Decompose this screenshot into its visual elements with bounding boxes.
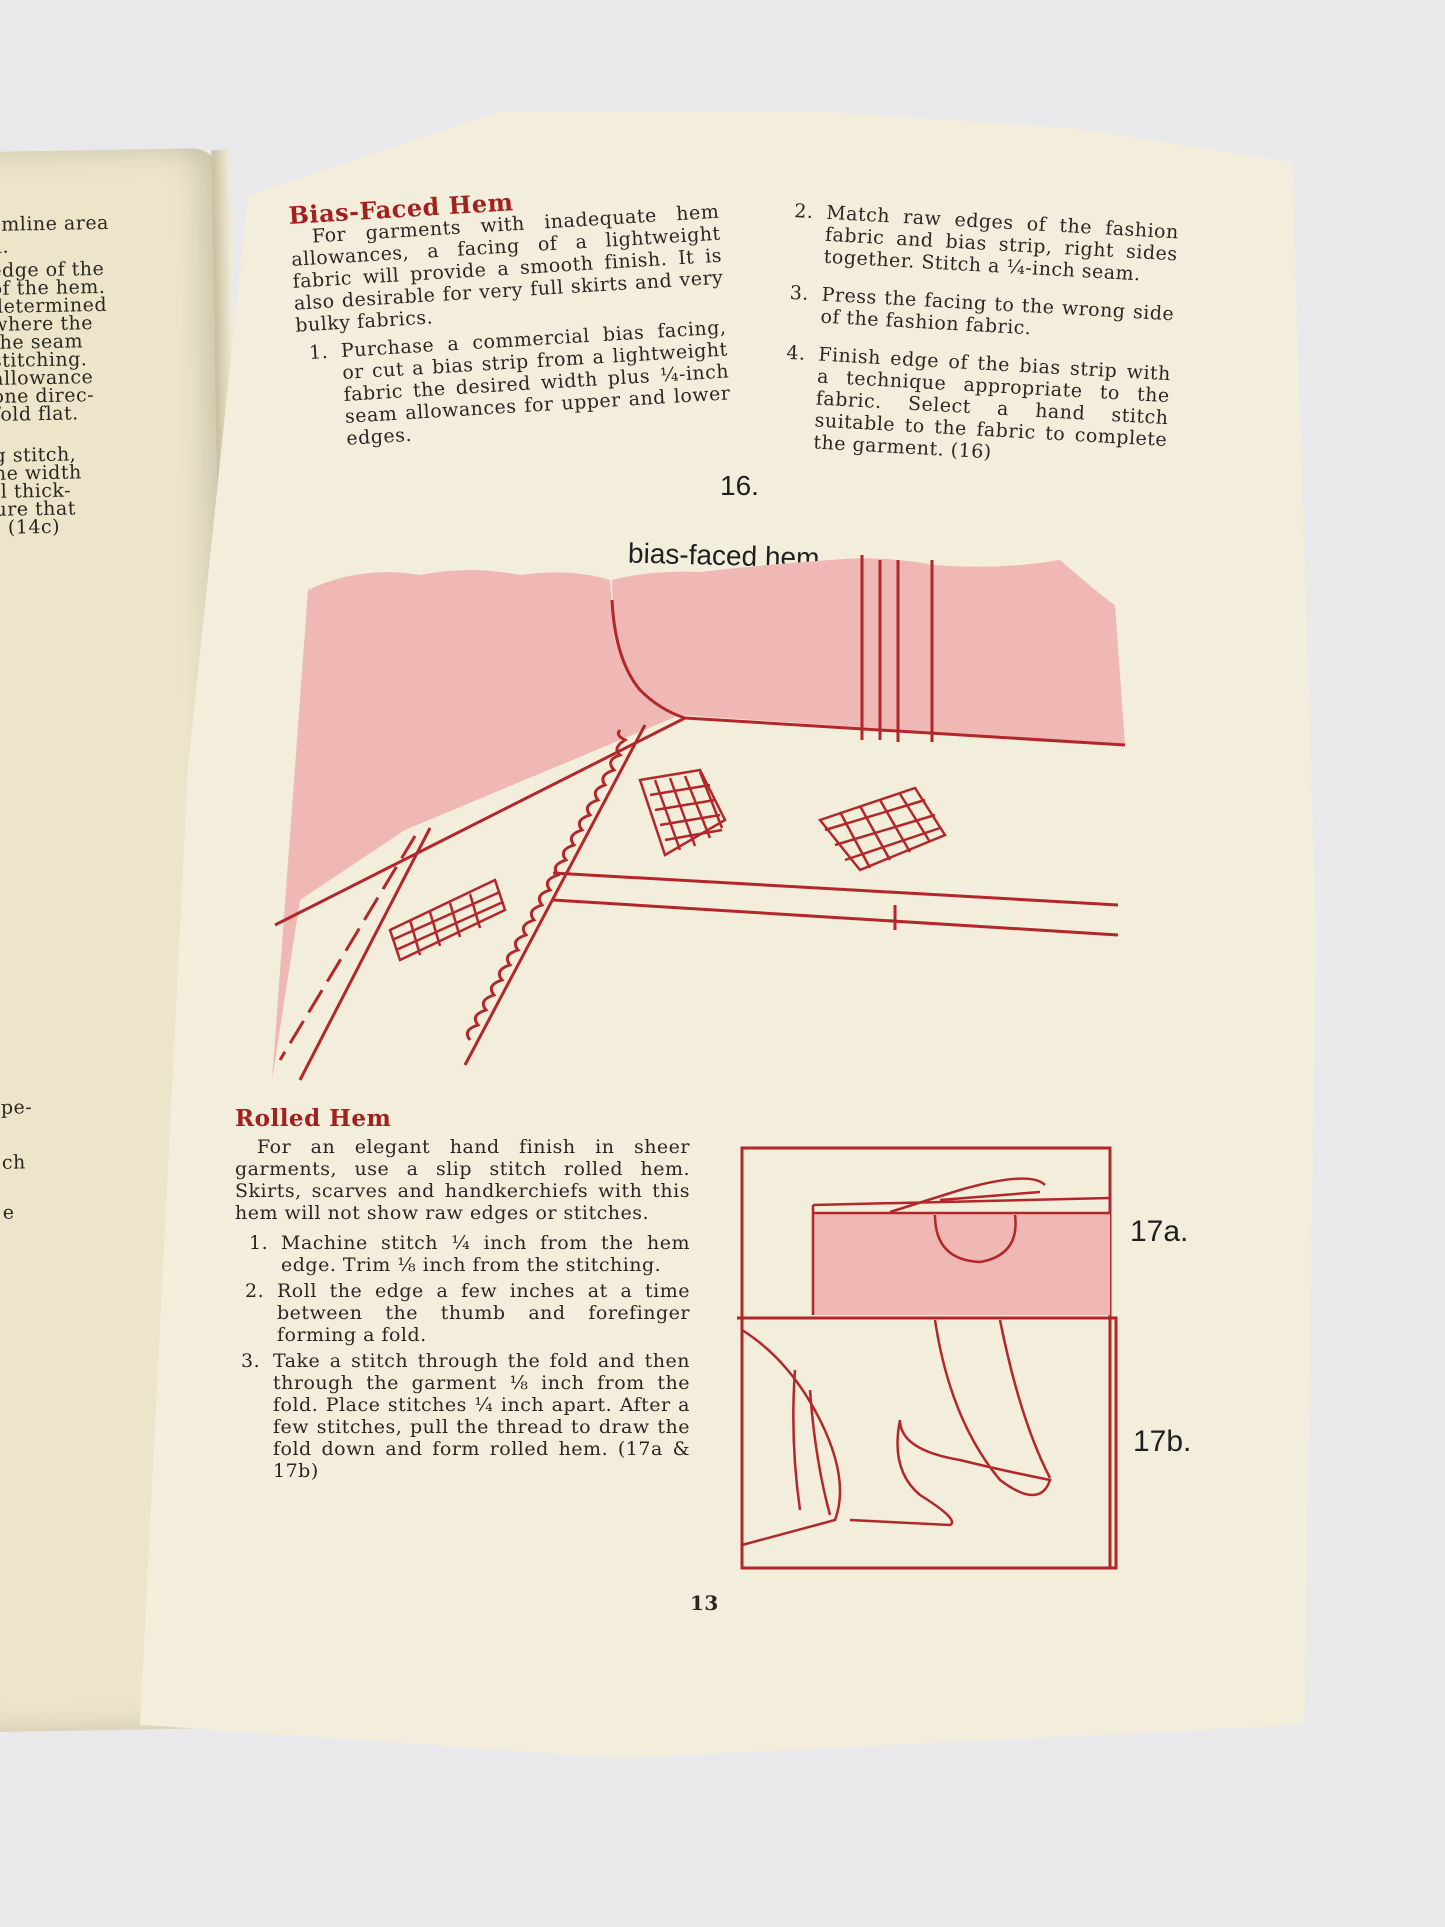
fabric-weave-patches — [388, 768, 947, 962]
step-item: 1. Machine stitch ¼ inch from the hem ed… — [235, 1232, 690, 1276]
figure-17b-frame — [740, 1316, 1118, 1570]
fabric-pink-right — [612, 558, 1125, 745]
fabric-pink — [813, 1213, 1110, 1315]
section-heading: Rolled Hem — [235, 1105, 392, 1132]
figure-17a-frame — [740, 1146, 1112, 1570]
step-text: Machine stitch ¼ inch from the hem edge.… — [281, 1232, 690, 1276]
step-number: 2. — [245, 1280, 265, 1302]
step-item: 3. Take a stitch through the fold and th… — [235, 1350, 690, 1482]
step-number: 1. — [249, 1232, 269, 1254]
step-text: Take a stitch through the fold and then … — [273, 1350, 690, 1482]
step-item: 2. Roll the edge a few inches at a time … — [235, 1280, 690, 1346]
main-page — [140, 111, 1316, 1759]
step-number: 3. — [241, 1350, 261, 1372]
page-number: 13 — [690, 1591, 719, 1615]
rolled-hem-section: Rolled Hem For an elegant hand finish in… — [235, 1105, 690, 1482]
step-text: Roll the edge a few inches at a time bet… — [277, 1280, 690, 1346]
intro-paragraph: For an elegant hand finish in sheer garm… — [235, 1136, 690, 1224]
fabric-pink-left — [272, 570, 680, 1080]
figure-label-17b: 17b. — [1133, 1425, 1192, 1458]
figure-label-17a: 17a. — [1130, 1215, 1189, 1248]
figure-number-16: 16. — [720, 470, 759, 501]
